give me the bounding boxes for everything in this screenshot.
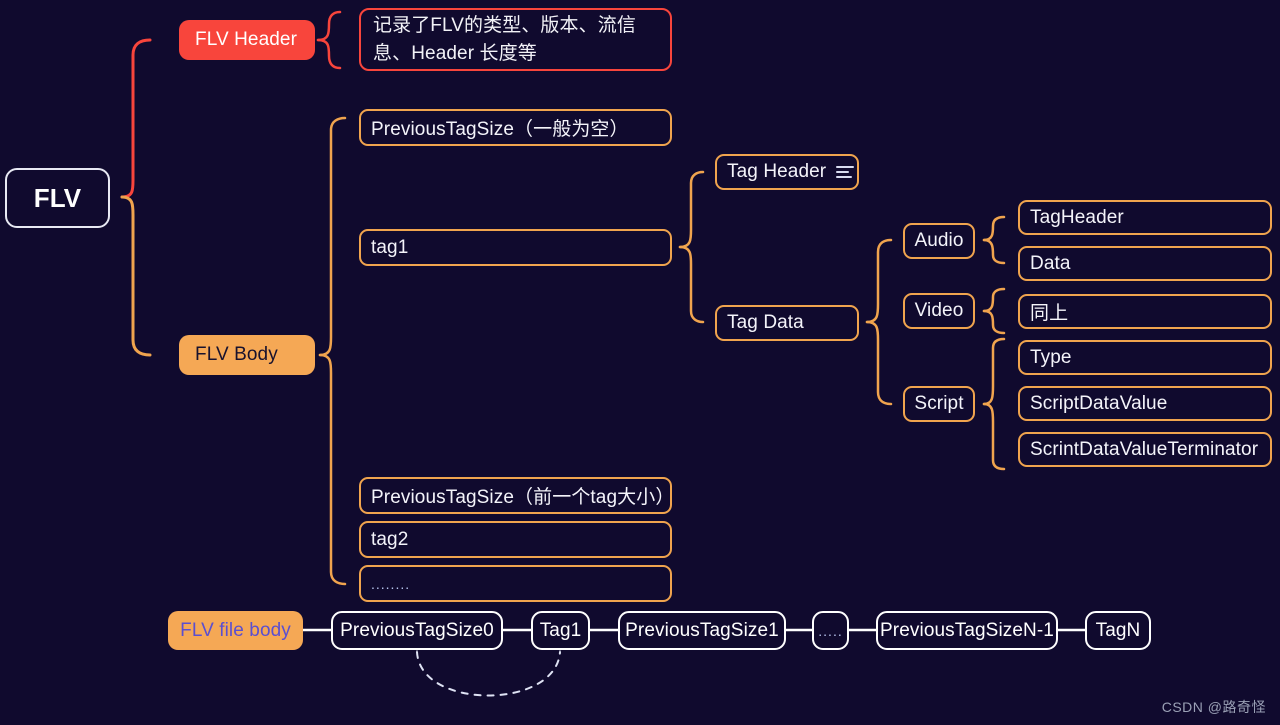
brace-header-desc-top xyxy=(316,10,342,42)
brace-audio-bottom xyxy=(982,238,1006,265)
brace-tag1-bottom xyxy=(678,245,705,324)
node-tag-data[interactable]: Tag Data xyxy=(715,305,859,341)
strip-item-tagn[interactable]: TagN xyxy=(1085,611,1151,650)
brace-tagdata-top xyxy=(865,238,893,324)
badge-label: FLV file body xyxy=(180,619,291,641)
node-video[interactable]: Video xyxy=(903,293,975,329)
watermark: CSDN @路奇怪 xyxy=(1161,699,1266,715)
node-label: PreviousTagSize0 xyxy=(340,619,494,641)
brace-script-bottom xyxy=(982,402,1006,471)
node-label: TagHeader xyxy=(1030,206,1124,228)
node-label: Data xyxy=(1030,252,1071,274)
brace-video-bottom xyxy=(982,309,1006,335)
brace-body-children-top xyxy=(318,116,347,357)
node-label: Script xyxy=(914,393,964,414)
node-tag2[interactable]: tag2 xyxy=(359,521,672,558)
node-label: ScrintDataValueTerminator xyxy=(1030,438,1259,460)
brace-tagdata-bottom xyxy=(865,320,893,406)
node-label: FLV Body xyxy=(195,344,278,365)
node-flv-header[interactable]: FLV Header xyxy=(179,20,315,60)
strip-item-previous-tag-size-0[interactable]: PreviousTagSize0 xyxy=(331,611,503,650)
strip-item-tag1[interactable]: Tag1 xyxy=(531,611,590,650)
node-flv-body[interactable]: FLV Body xyxy=(179,335,315,375)
strip-item-previous-tag-size-n-1[interactable]: PreviousTagSizeN-1 xyxy=(876,611,1058,650)
brace-tag1-top xyxy=(678,170,705,249)
node-label: ........ xyxy=(371,575,411,592)
dashed-relation-arc xyxy=(416,651,561,697)
node-label: tag1 xyxy=(371,236,409,258)
brace-body-children-bottom xyxy=(318,353,347,586)
node-flv-root[interactable]: FLV xyxy=(5,168,110,228)
node-flv-header-description[interactable]: 记录了FLV的类型、版本、流信息、Header 长度等 xyxy=(359,8,672,71)
brace-video-top xyxy=(982,287,1006,313)
node-previous-tag-size-prev[interactable]: PreviousTagSize（前一个tag大小） xyxy=(359,477,675,514)
node-tag-header[interactable]: Tag Header xyxy=(715,154,859,190)
brace-root-to-header xyxy=(120,38,152,199)
node-script-type[interactable]: Type xyxy=(1018,340,1272,375)
node-label: tag2 xyxy=(371,528,409,550)
brace-script-top xyxy=(982,337,1006,406)
node-label: PreviousTagSize（一般为空） xyxy=(371,119,629,140)
brace-root-to-body xyxy=(120,195,152,357)
node-label: TagN xyxy=(1095,619,1141,641)
strip-item-ellipsis[interactable]: ..... xyxy=(812,611,849,650)
node-audio-data[interactable]: Data xyxy=(1018,246,1272,281)
node-label: Tag Header xyxy=(727,161,827,182)
node-video-same-as-above[interactable]: 同上 xyxy=(1018,294,1272,329)
node-label: ..... xyxy=(818,622,843,639)
node-audio-tagheader[interactable]: TagHeader xyxy=(1018,200,1272,235)
node-label: FLV Header xyxy=(195,29,298,50)
node-script[interactable]: Script xyxy=(903,386,975,422)
node-label: 同上 xyxy=(1030,303,1069,324)
node-tag1[interactable]: tag1 xyxy=(359,229,672,266)
node-script-datavalue[interactable]: ScriptDataValue xyxy=(1018,386,1272,421)
brace-header-desc-bottom xyxy=(316,38,342,70)
node-audio[interactable]: Audio xyxy=(903,223,975,259)
node-label: Video xyxy=(914,300,964,321)
node-label: Tag Data xyxy=(727,312,804,333)
brace-audio-top xyxy=(982,215,1006,242)
node-label: Audio xyxy=(914,230,964,251)
node-previous-tag-size-empty[interactable]: PreviousTagSize（一般为空） xyxy=(359,109,672,146)
node-label: PreviousTagSize1 xyxy=(625,619,779,641)
node-label: ScriptDataValue xyxy=(1030,392,1168,414)
node-label: PreviousTagSize（前一个tag大小） xyxy=(371,487,675,508)
badge-flv-file-body[interactable]: FLV file body xyxy=(168,611,303,650)
node-label: FLV xyxy=(33,182,82,213)
node-label: Type xyxy=(1030,346,1072,368)
node-tag-ellipsis[interactable]: ........ xyxy=(359,565,672,602)
node-label: Tag1 xyxy=(539,619,582,641)
lines-icon xyxy=(836,163,855,181)
strip-item-previous-tag-size-1[interactable]: PreviousTagSize1 xyxy=(618,611,786,650)
node-label: 记录了FLV的类型、版本、流信息、Header 长度等 xyxy=(373,14,636,64)
node-script-datavalue-terminator[interactable]: ScrintDataValueTerminator xyxy=(1018,432,1272,467)
node-label: PreviousTagSizeN-1 xyxy=(880,619,1054,641)
